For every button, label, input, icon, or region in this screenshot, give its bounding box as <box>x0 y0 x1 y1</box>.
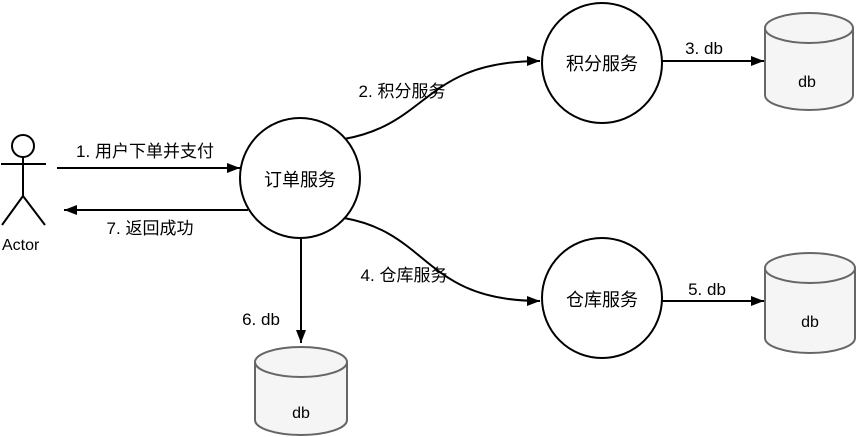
node-warehouse-service: 仓库服务 <box>541 237 663 359</box>
actor-figure: Actor <box>1 134 46 254</box>
node-points-service: 积分服务 <box>541 2 663 124</box>
database-order-db: db <box>254 346 348 436</box>
edge-warehouse-db-write-label: 5. db <box>688 280 726 299</box>
edge-warehouse-call: 4. 仓库服务 <box>343 217 541 306</box>
warehouse-db-label: db <box>801 314 819 331</box>
database-cylinder-top-icon <box>764 252 856 284</box>
warehouse-service-circle <box>541 237 663 359</box>
edge-return-success: 7. 返回成功 <box>64 205 248 238</box>
points-service-label: 积分服务 <box>566 54 638 74</box>
edge-order-db-write-label: 6. db <box>242 310 280 329</box>
edge-order-request: 1. 用户下单并支付 <box>57 142 240 173</box>
warehouse-service-label: 仓库服务 <box>566 290 638 310</box>
database-cylinder-top-icon <box>764 12 854 44</box>
database-cylinder-top-icon <box>254 346 348 378</box>
edge-points-call-label: 2. 积分服务 <box>359 82 446 101</box>
edge-order-request-label: 1. 用户下单并支付 <box>76 142 214 161</box>
order-service-circle <box>239 117 361 239</box>
database-points-db: db <box>764 12 854 111</box>
points-db-label: db <box>798 74 816 91</box>
actor-label: Actor <box>2 237 40 254</box>
actor-head-icon <box>11 134 35 158</box>
database-warehouse-db: db <box>764 252 856 354</box>
edge-return-success-label: 7. 返回成功 <box>107 219 194 238</box>
database-cylinder-icon <box>764 268 856 354</box>
database-cylinder-icon <box>254 362 348 436</box>
edge-points-call: 2. 积分服务 <box>343 56 541 140</box>
edge-points-call-arrow <box>343 56 541 140</box>
edge-warehouse-call-arrow <box>343 217 541 306</box>
edge-warehouse-db-write: 5. db <box>662 280 764 306</box>
edge-points-db-write-label: 3. db <box>685 39 723 58</box>
edge-warehouse-call-label: 4. 仓库服务 <box>361 266 448 285</box>
edge-points-db-write: 3. db <box>662 39 764 66</box>
order-db-label: db <box>292 405 310 422</box>
actor-body-icon <box>1 157 46 226</box>
database-cylinder-icon <box>764 28 854 111</box>
edge-order-db-write: 6. db <box>242 239 306 343</box>
points-service-circle <box>541 2 663 124</box>
order-service-label: 订单服务 <box>264 170 336 190</box>
node-order-service: 订单服务 <box>239 117 361 239</box>
